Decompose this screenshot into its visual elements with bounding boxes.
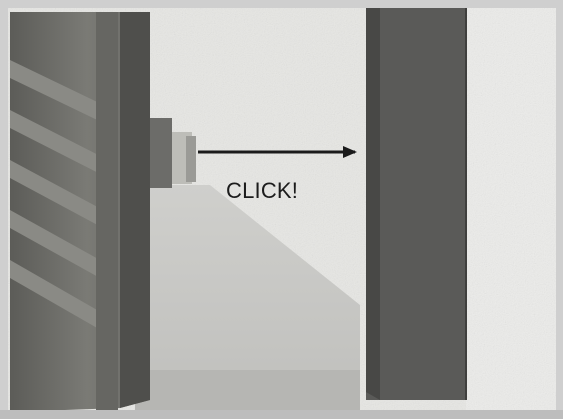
- right-door-edge: [366, 8, 466, 400]
- latch-bolt-dark: [150, 118, 172, 188]
- latch-bolt-tip: [186, 136, 196, 182]
- door-post: [96, 12, 118, 410]
- click-annotation: CLICK!: [226, 178, 298, 204]
- right-door-texture: [466, 8, 556, 412]
- floor-shadow: [135, 370, 360, 410]
- left-door-edge: [120, 12, 150, 408]
- right-door-edge-shade: [366, 8, 380, 400]
- frame-bottom: [0, 410, 563, 419]
